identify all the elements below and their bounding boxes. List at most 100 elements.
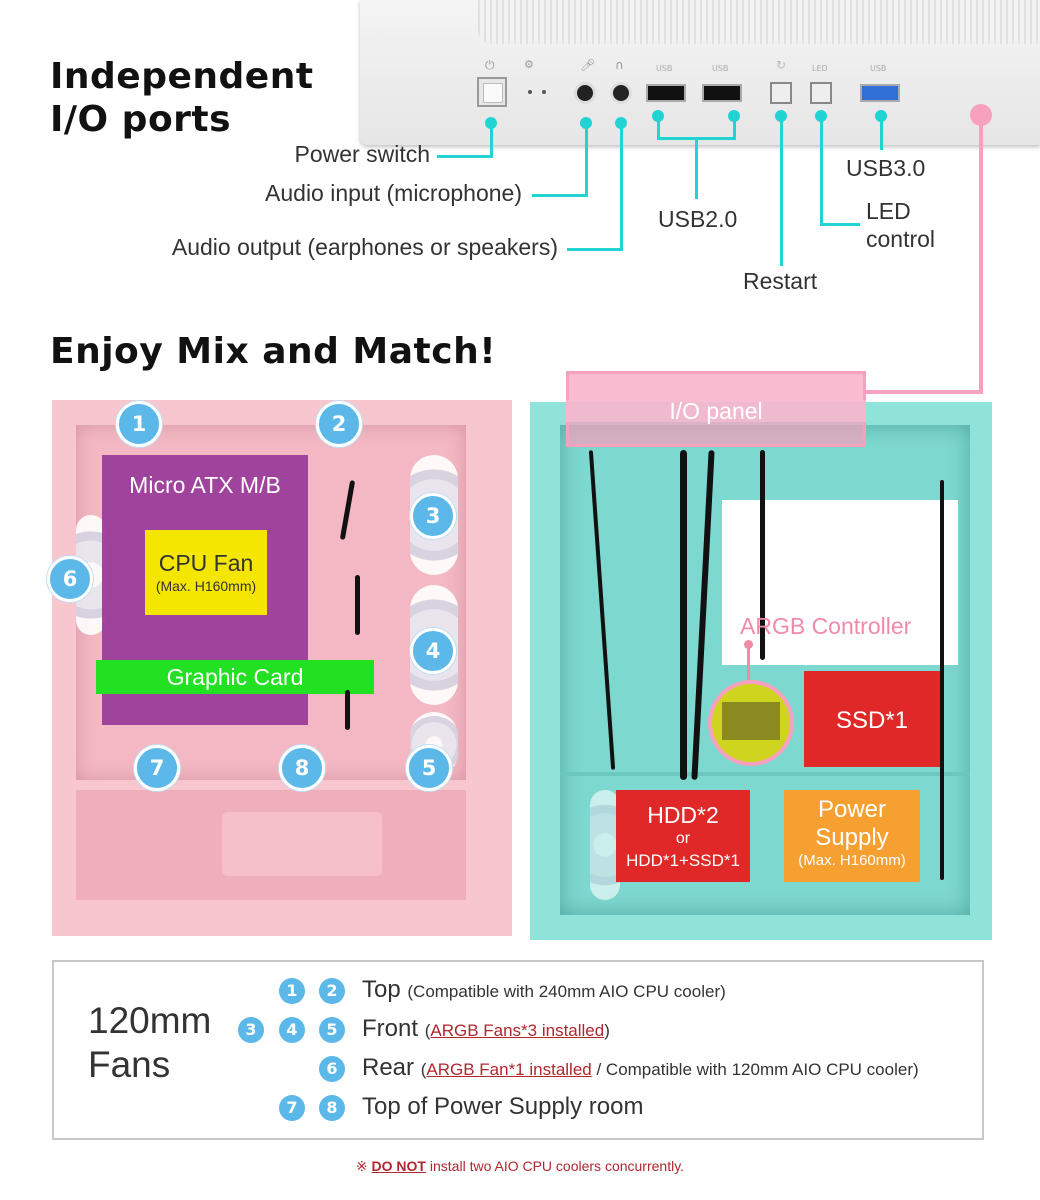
- io-panel-band: [566, 400, 866, 422]
- usb2-line-a: [657, 116, 660, 140]
- micro-atx-mb-label: Micro ATX M/B: [129, 472, 281, 498]
- headphone-icon: ∩: [615, 58, 624, 72]
- row1-note: (Compatible with 240mm AIO CPU cooler): [407, 982, 726, 1001]
- fan-badge-5: 5: [406, 745, 452, 791]
- led-line-h: [820, 223, 860, 226]
- fan-badge-8: 8: [279, 745, 325, 791]
- mic-line-h: [532, 194, 588, 197]
- led-label-line2: control: [866, 226, 936, 252]
- power-line-h: [437, 155, 493, 158]
- row2-badge-4: 4: [279, 1017, 305, 1043]
- io-link-line-h: [866, 390, 983, 394]
- pink-cable-3: [345, 690, 350, 730]
- ssd-area: [804, 671, 940, 767]
- row2-badge-5: 5: [319, 1017, 345, 1043]
- headphone-line-v: [620, 123, 623, 251]
- usb3-label: USB3.0: [846, 155, 926, 181]
- fans-table: [52, 960, 984, 1140]
- fan-badge-4: 4: [410, 628, 456, 674]
- led-button: [810, 82, 832, 104]
- usb2-port-a: [646, 84, 686, 102]
- row1-badge-1: 1: [279, 978, 305, 1004]
- fan-badge-1: 1: [116, 401, 162, 447]
- row2-badge-3: 3: [238, 1017, 264, 1043]
- cpu-fan-label: CPU Fan: [158, 550, 254, 576]
- warning-rest: install two AIO CPU coolers concurrently…: [426, 1158, 685, 1174]
- usb3-line: [880, 116, 883, 150]
- usb2-tag-b: USB: [712, 64, 729, 73]
- usb2-label: USB2.0: [658, 206, 738, 232]
- row2-title: Front: [362, 1015, 419, 1042]
- restart-button: [770, 82, 792, 104]
- row2-note-pre: (: [424, 1021, 431, 1040]
- power-line-v: [490, 123, 493, 158]
- usb2-line-stem: [695, 137, 698, 199]
- io-panel-label: I/O panel: [669, 398, 763, 424]
- mic-jack: [574, 82, 596, 104]
- usb2-line-b: [733, 116, 736, 140]
- row4-label: Top of Power Supply room: [362, 1093, 644, 1120]
- usb3-tag: USB: [870, 64, 887, 73]
- teal-cable-4: [940, 480, 944, 880]
- row3-note-post: / Compatible with 120mm AIO CPU cooler): [591, 1060, 919, 1079]
- argb-pointer-dot: [744, 640, 753, 649]
- hdd-icon: ⚙: [524, 58, 534, 71]
- hdd-label-or: or: [675, 830, 691, 847]
- psu-label-1: Power: [817, 796, 887, 823]
- mic-line-v: [585, 123, 588, 197]
- row3-label: Rear (ARGB Fan*1 installed / Compatible …: [362, 1054, 919, 1082]
- power-button: [477, 77, 507, 107]
- pink-shroud-cutout: [222, 812, 382, 876]
- restart-icon: ↻: [776, 58, 787, 72]
- row4-badge-8: 8: [319, 1095, 345, 1121]
- row3-note-pre: (: [420, 1060, 427, 1079]
- pink-cable-2: [355, 575, 360, 635]
- teal-cable-3: [760, 450, 765, 660]
- usb3-port: [860, 84, 900, 102]
- row3-title: Rear: [362, 1054, 415, 1081]
- restart-line: [780, 116, 783, 266]
- row2-note-post: ): [604, 1021, 610, 1040]
- argb-board: [722, 702, 780, 740]
- fan-badge-7: 7: [134, 745, 180, 791]
- io-link-line-v: [979, 115, 983, 393]
- power-switch-label: Power switch: [294, 141, 430, 167]
- cpu-fan-area: [145, 530, 267, 615]
- audio-input-label: Audio input (microphone): [265, 180, 522, 206]
- mic-icon: 🎤︎: [580, 58, 596, 72]
- led-line-v: [820, 116, 823, 226]
- hdd-label-3: HDD*1+SSD*1: [626, 851, 740, 870]
- row2-link[interactable]: ARGB Fans*3 installed: [430, 1021, 605, 1040]
- row3-badge-6: 6: [319, 1056, 345, 1082]
- row1-title: Top: [362, 976, 401, 1003]
- teal-cable-1: [680, 450, 687, 780]
- psu-area: [784, 790, 920, 882]
- led-tag: LED: [812, 64, 828, 73]
- argb-pointer-line: [747, 645, 750, 681]
- restart-label: Restart: [743, 268, 818, 294]
- row3-link[interactable]: ARGB Fan*1 installed: [426, 1060, 592, 1079]
- psu-label-sub: (Max. H160mm): [798, 852, 906, 869]
- io-heading-line1: Independent: [50, 56, 314, 97]
- fan-badge-3: 3: [410, 493, 456, 539]
- argb-controller-label: ARGB Controller: [740, 613, 912, 639]
- status-leds: [528, 90, 532, 94]
- ssd-label: SSD*1: [835, 707, 909, 734]
- headphone-line-h: [567, 248, 623, 251]
- io-heading-line2: I/O ports: [50, 99, 232, 140]
- status-leds-2: [542, 90, 546, 94]
- cpu-fan-sublabel: (Max. H160mm): [155, 578, 257, 594]
- graphic-card-area: [96, 660, 374, 694]
- graphic-card-label: Graphic Card: [166, 664, 304, 690]
- warning-note: ※ DO NOT install two AIO CPU coolers con…: [0, 1158, 1040, 1175]
- fans-title-1: 120mm: [88, 1000, 212, 1041]
- warning-emph: DO NOT: [371, 1158, 426, 1174]
- warning-mark: ※: [355, 1158, 368, 1174]
- psu-label-2: Supply: [815, 824, 889, 851]
- hdd-label-1: HDD*2: [647, 802, 719, 828]
- led-label-line1: LED: [866, 198, 911, 224]
- audio-output-label: Audio output (earphones or speakers): [171, 234, 558, 260]
- teal-rear-fan: [590, 790, 620, 900]
- hdd-area: [616, 790, 750, 882]
- fans-title-2: Fans: [88, 1044, 171, 1085]
